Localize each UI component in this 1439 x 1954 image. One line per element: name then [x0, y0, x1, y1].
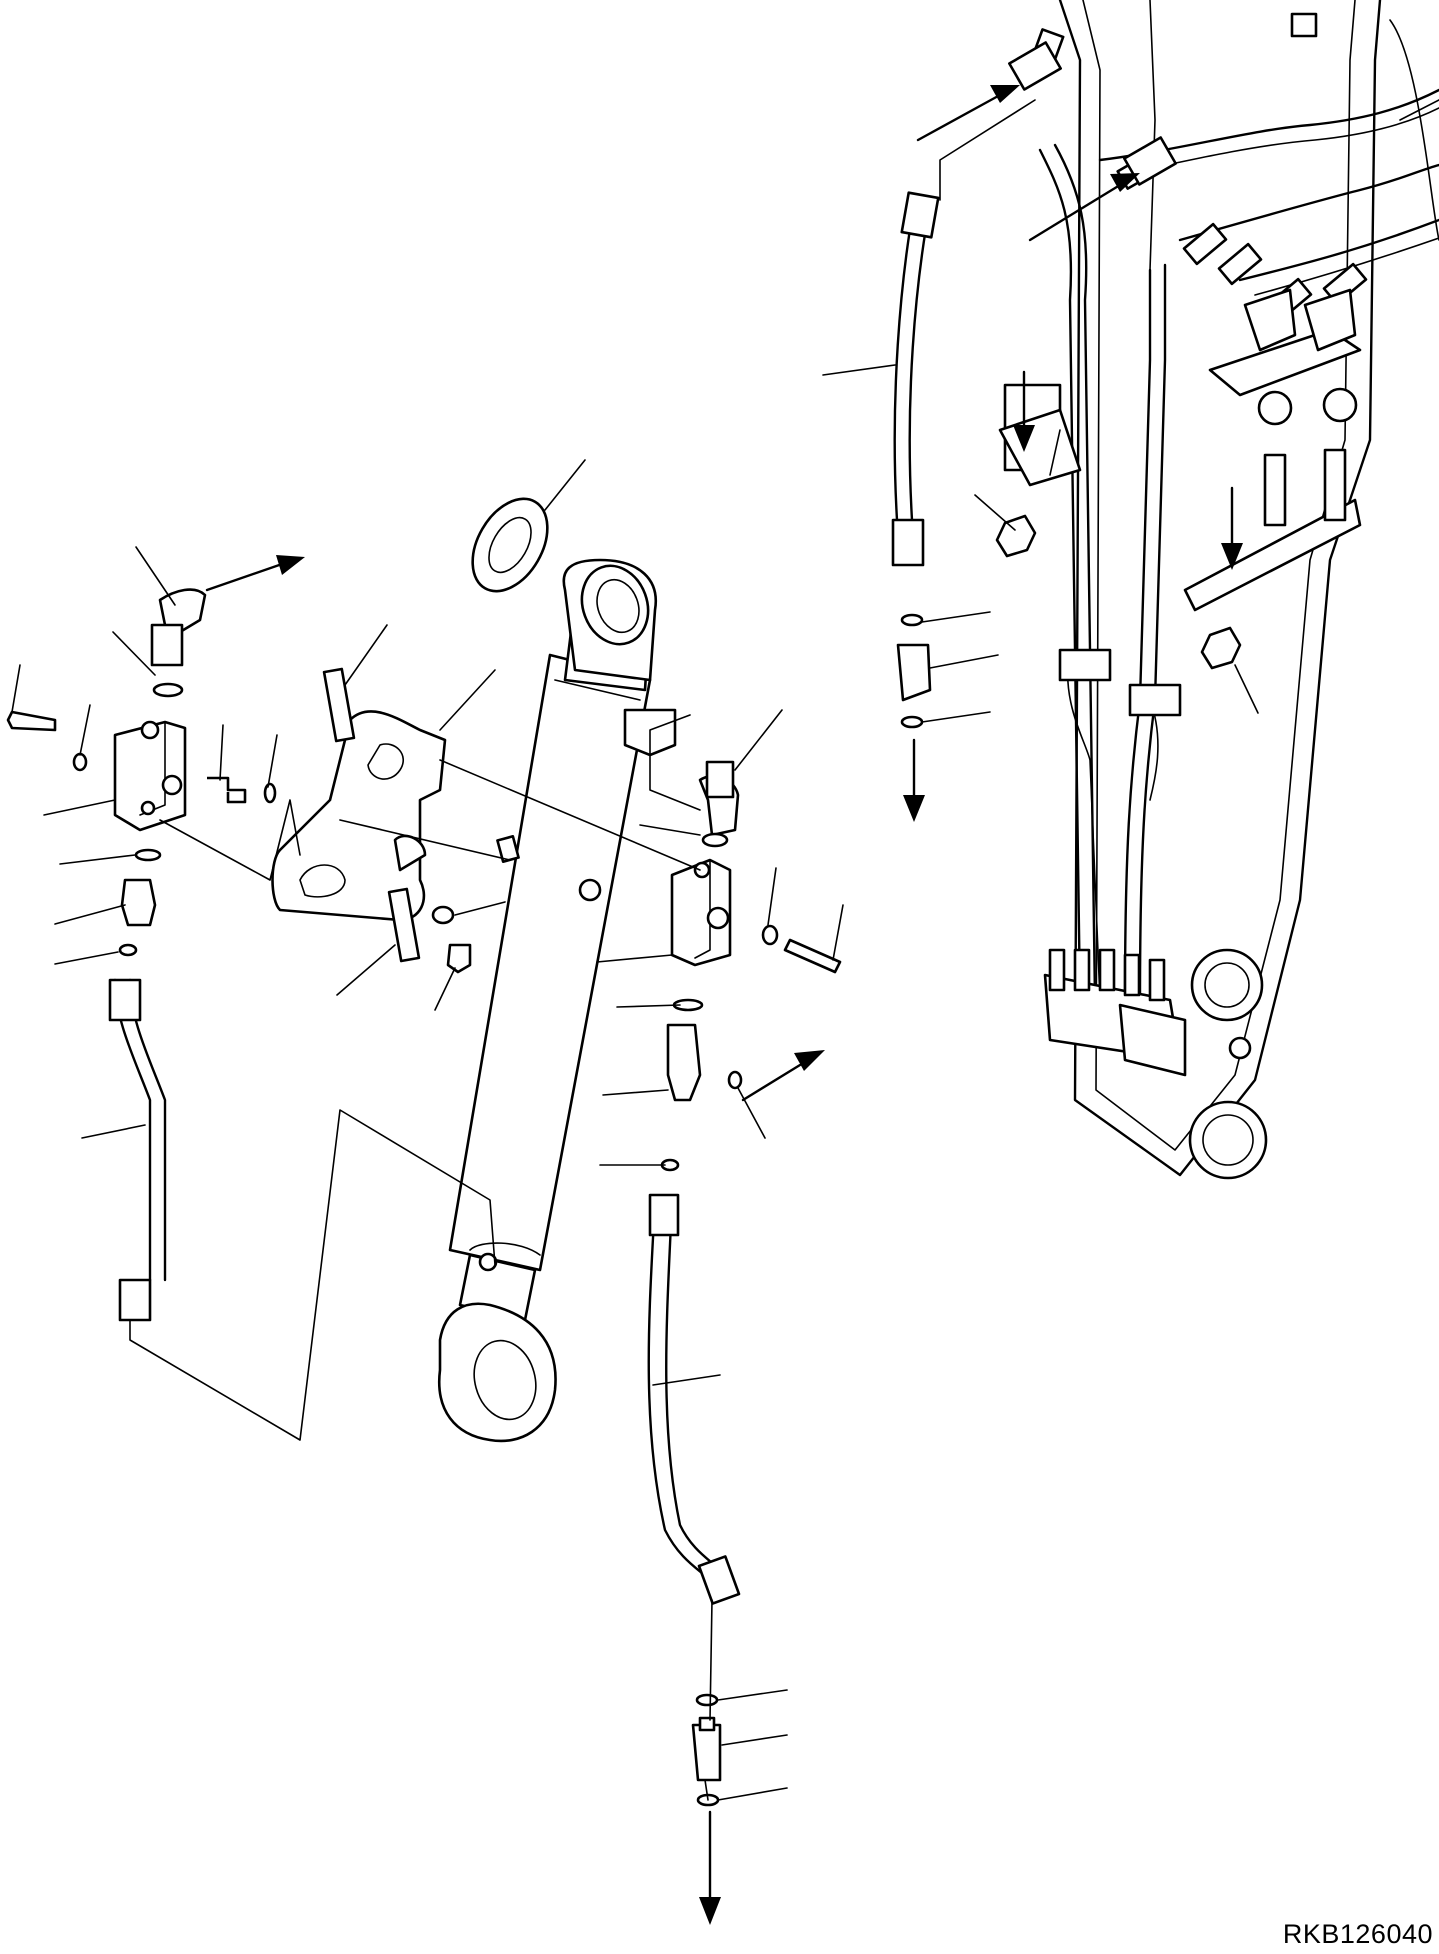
leader-lines — [11, 364, 1259, 1801]
hex-nut-icon — [1200, 626, 1242, 670]
drawing-code: RKB126040 — [1282, 1919, 1433, 1949]
o-ring-icon — [152, 682, 184, 698]
arrow-icon — [1221, 543, 1243, 570]
large-washer — [471, 497, 549, 593]
boom-assembly — [995, 0, 1439, 1180]
arrow-icon — [990, 85, 1020, 103]
right-valve-block — [647, 760, 842, 1807]
connection-lines — [129, 99, 1061, 1801]
arrow-icon — [276, 555, 305, 575]
boom-pin-boss-icon — [1190, 948, 1264, 1022]
square-nut-icon — [1290, 12, 1318, 38]
cylinder-head-eye-icon — [580, 564, 650, 646]
direction-arrows — [205, 85, 1243, 1925]
arrow-icon — [903, 795, 925, 822]
upper-hose — [891, 41, 1177, 729]
hex-nut-icon — [995, 514, 1037, 558]
left-valve-block — [6, 588, 207, 1322]
arrow-icon — [1110, 173, 1140, 192]
arrow-icon — [1013, 425, 1035, 452]
cylinder-rod-eye-icon — [437, 1302, 557, 1443]
boom-foot-pin-icon — [1188, 1100, 1268, 1180]
mounting-bracket — [207, 667, 472, 974]
arrow-icon — [794, 1050, 825, 1071]
hydraulic-cylinder — [437, 558, 677, 1443]
washer-icon — [471, 497, 549, 593]
arrow-icon — [699, 1897, 721, 1925]
